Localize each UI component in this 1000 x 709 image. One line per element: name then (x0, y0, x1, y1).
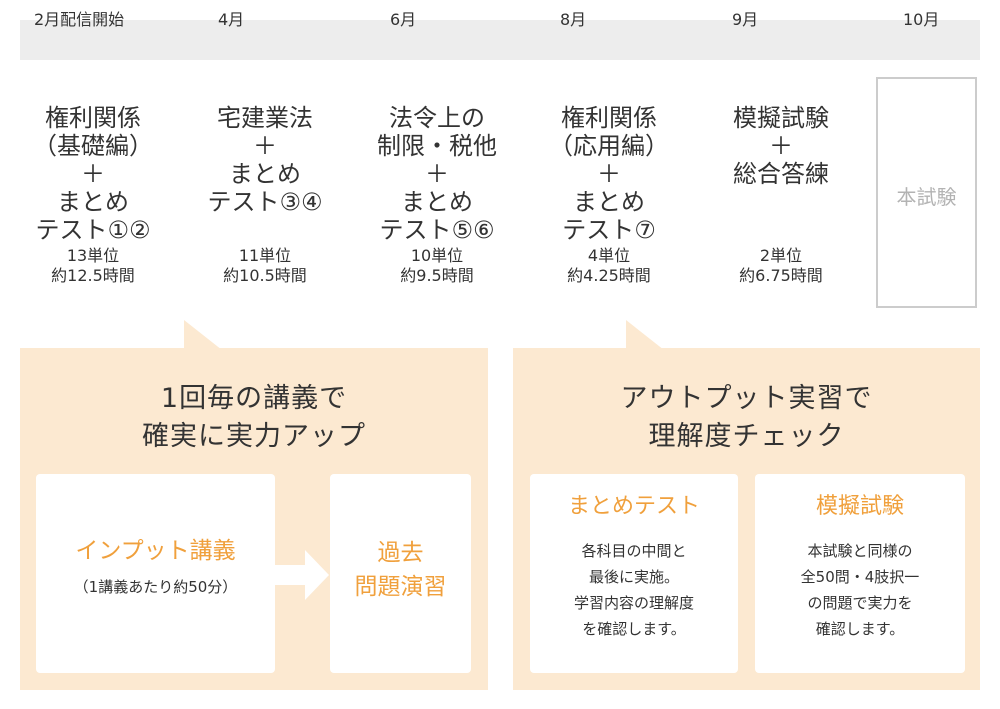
month-label-sep: 9月 (732, 10, 759, 29)
stage-units: 4単位 (587, 246, 631, 265)
month-label-aug: 8月 (560, 10, 587, 29)
stage-hours: 約4.25時間 (567, 266, 651, 285)
month-bar (20, 20, 980, 60)
summary-test-card: まとめテスト 各科目の中間と 最後に実施。 学習内容の理解度 を確認します。 (530, 474, 738, 673)
stage-hours: 約12.5時間 (51, 266, 135, 285)
lecture-card: インプット講義 （1講義あたり約50分） (36, 474, 275, 673)
input-panel-title: 1回毎の講義で 確実に実力アップ (142, 383, 366, 452)
stage-hours: 約10.5時間 (223, 266, 307, 285)
stage-title: 法令上の 制限・税他 ＋ まとめ テスト⑤⑥ (377, 104, 497, 244)
lecture-duration: （1講義あたり約50分） (73, 578, 238, 596)
stage-hours: 約9.5時間 (400, 266, 474, 285)
mock-exam-card: 模擬試験 本試験と同様の 全50問・4肢択一 の問題で実力を 確認します。 (755, 474, 965, 673)
arrow-right-icon (273, 550, 329, 600)
final-exam-label: 本試験 (896, 185, 957, 209)
left-panel-notch (184, 320, 222, 350)
month-label-feb: 2月配信開始 (34, 10, 125, 29)
month-label-oct: 10月 (903, 10, 940, 29)
output-panel: アウトプット実習で 理解度チェック まとめテスト 各科目の中間と 最後に実施。 … (513, 348, 980, 690)
stage-title: 宅建業法 ＋ まとめ テスト③④ (207, 104, 323, 216)
practice-card: 過去 問題演習 (330, 474, 471, 673)
output-panel-title: アウトプット実習で 理解度チェック (620, 383, 873, 452)
stage-title: 模擬試験 ＋ 総合答練 (733, 104, 829, 188)
month-label-jun: 6月 (390, 10, 417, 29)
lecture-title: インプット講義 (75, 538, 236, 564)
summary-test-title: まとめテスト (567, 494, 700, 519)
mock-exam-body: 本試験と同様の 全50問・4肢択一 の問題で実力を 確認します。 (800, 542, 920, 638)
input-panel: 1回毎の講義で 確実に実力アップ インプット講義 （1講義あたり約50分） 過去… (20, 348, 488, 690)
stage-units: 13単位 (66, 246, 120, 265)
stage-hours: 約6.75時間 (739, 266, 823, 285)
month-label-apr: 4月 (218, 10, 245, 29)
stage-title: 権利関係 （応用編） ＋ まとめ テスト⑦ (549, 104, 669, 244)
right-panel-notch (626, 320, 664, 350)
stage-units: 11単位 (238, 246, 292, 265)
stage-units: 10単位 (410, 246, 464, 265)
mock-exam-title: 模擬試験 (815, 494, 904, 519)
stage-units: 2単位 (759, 246, 803, 265)
practice-title: 過去 問題演習 (354, 540, 447, 600)
stage-title: 権利関係 （基礎編） ＋ まとめ テスト①② (33, 104, 153, 244)
final-exam-box: 本試験 (876, 77, 977, 308)
summary-test-body: 各科目の中間と 最後に実施。 学習内容の理解度 を確認します。 (573, 542, 694, 638)
